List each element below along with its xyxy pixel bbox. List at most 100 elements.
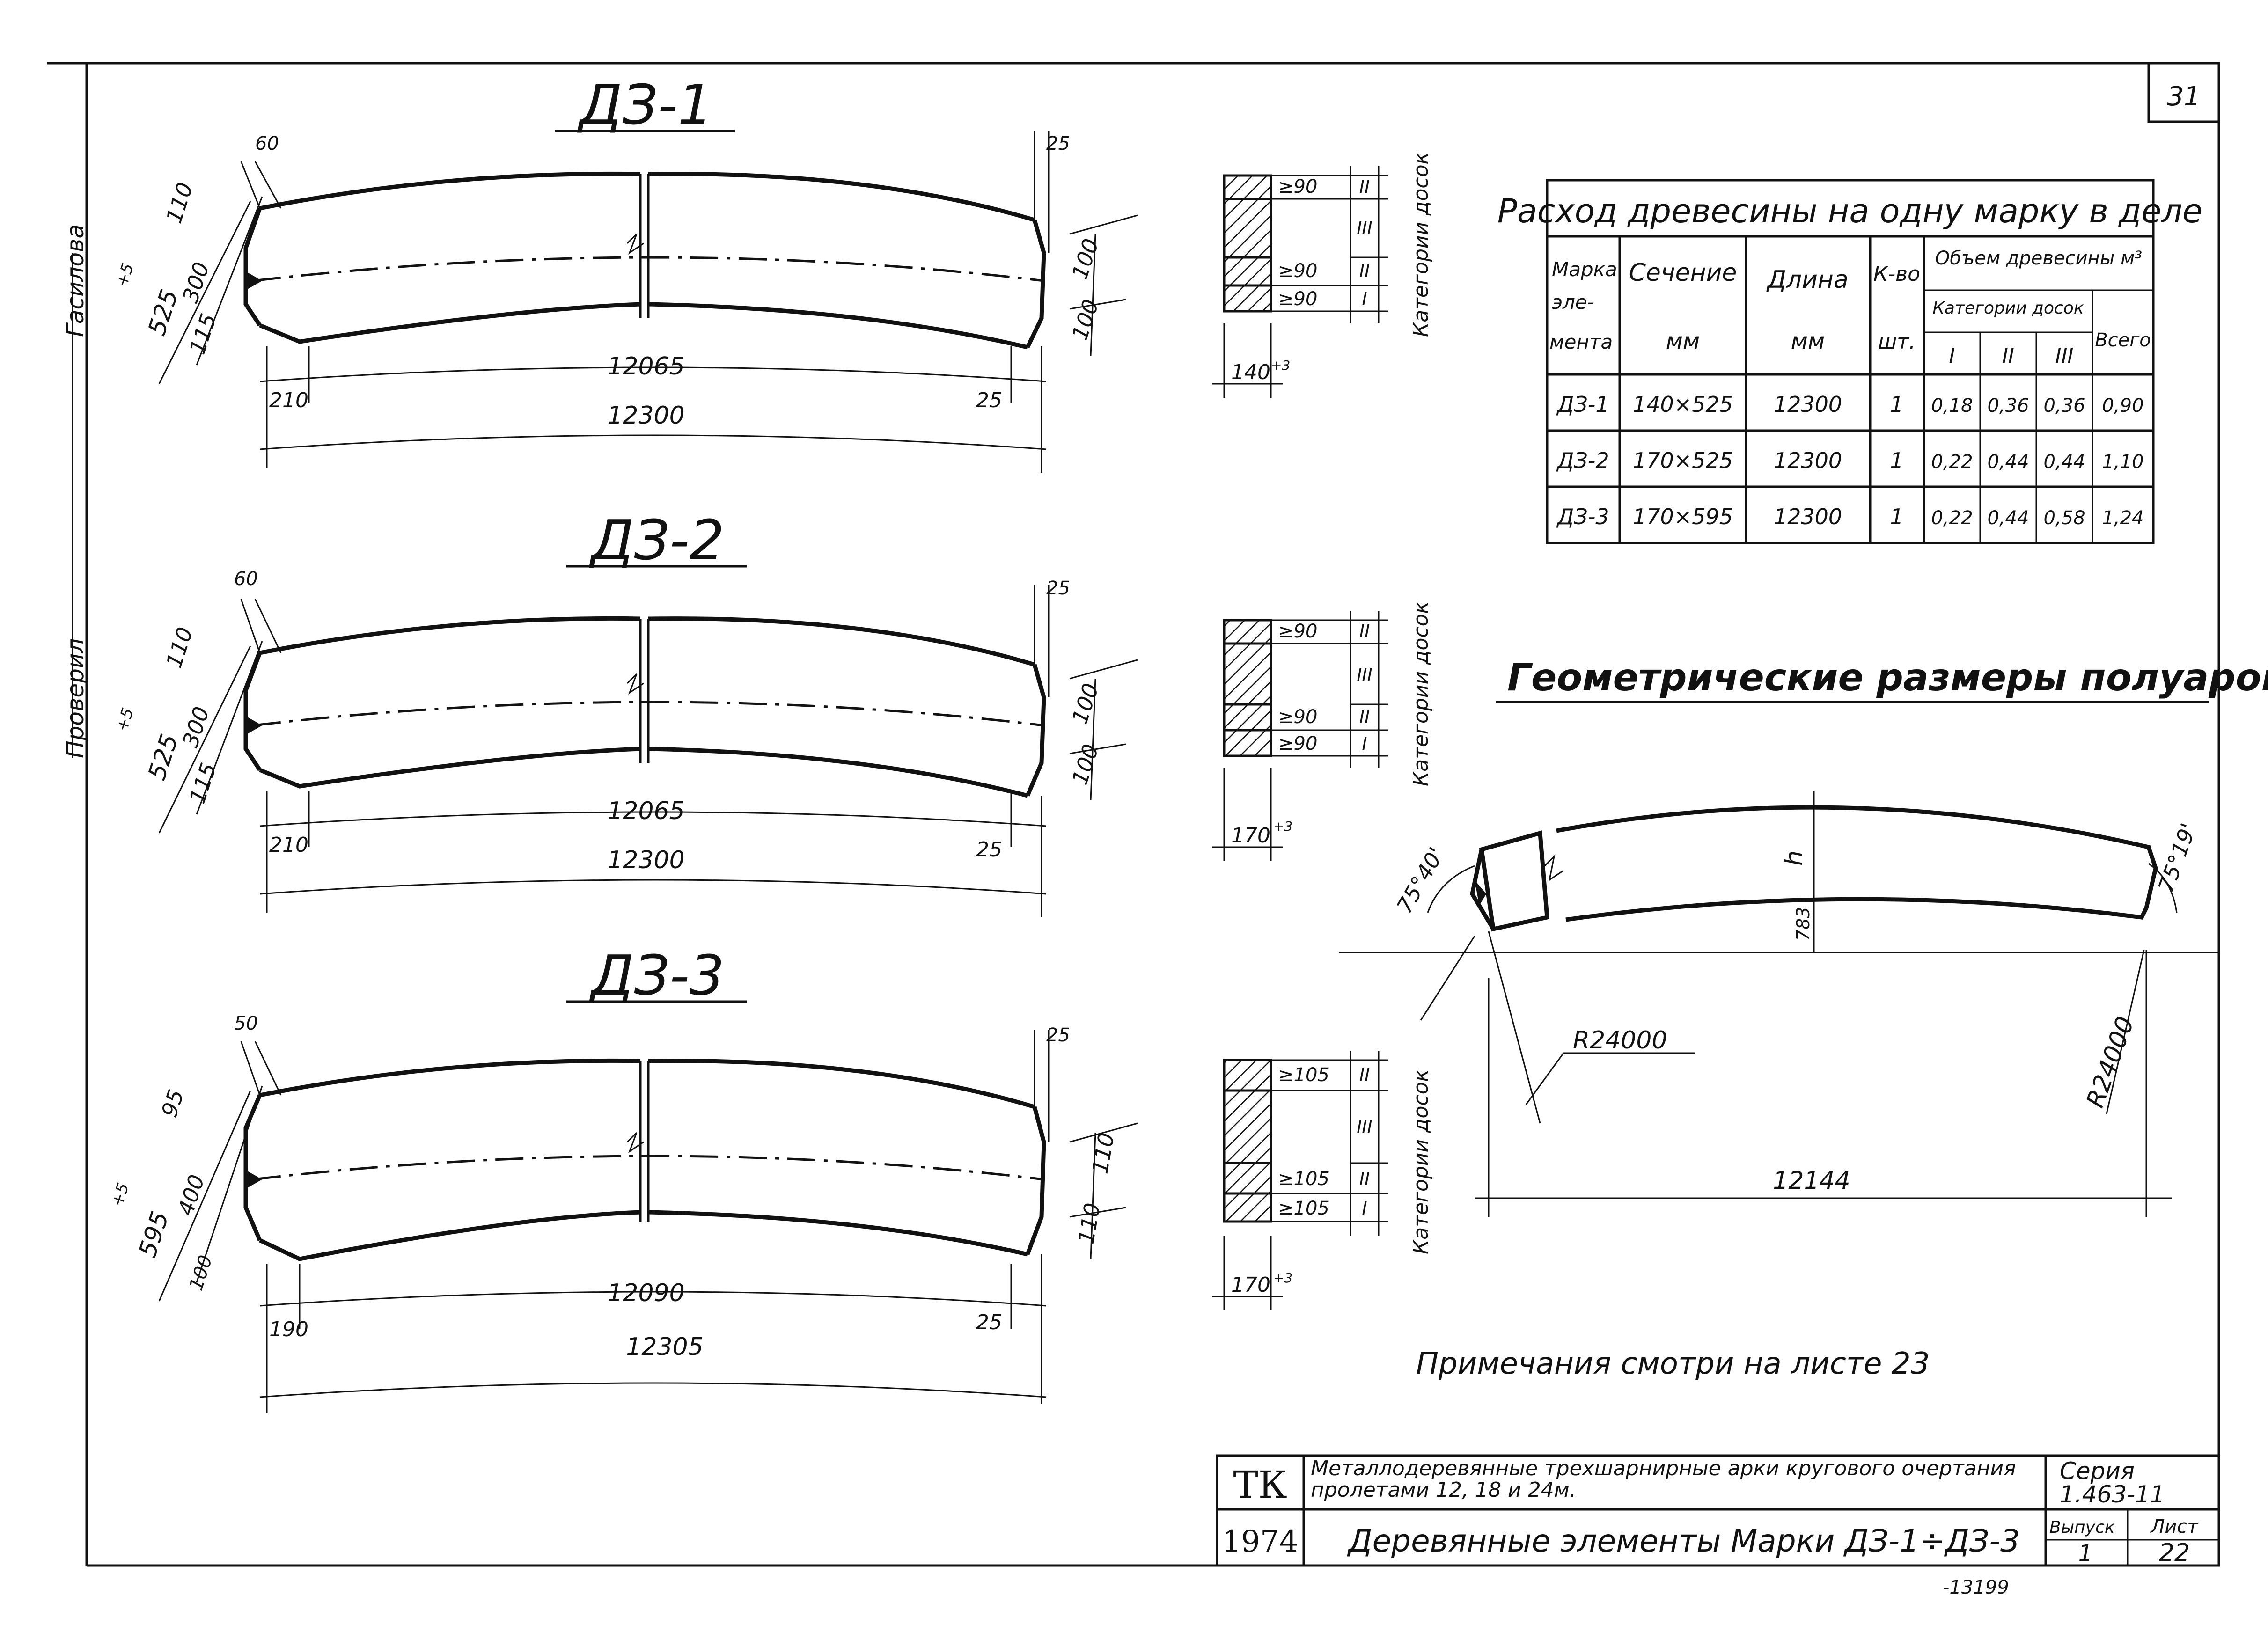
section-row-value: ≥105 [1278, 1168, 1329, 1190]
year: 1974 [1222, 1524, 1299, 1559]
bottom-left: 190 [269, 1318, 308, 1341]
header-cat3: III [2055, 344, 2074, 368]
section-width-tol: +3 [1273, 819, 1292, 834]
cell-cat1: 0,22 [1931, 507, 1973, 529]
angle-right: 75°19' [2153, 820, 2202, 896]
section-dz1: ≥90 ≥90 ≥90 II III II I 140 +3 Категории… [1212, 152, 1433, 398]
header-length: Длина [1766, 266, 1849, 294]
total-length: 12300 [607, 402, 684, 430]
side-text-bottom: Проверил [62, 638, 89, 758]
height-tol: +5 [113, 261, 138, 289]
table-row: ДЗ-3 170×595 12300 1 0,22 0,44 0,58 1,24 [1556, 504, 2143, 529]
section-row-value: ≥105 [1278, 1064, 1329, 1086]
section-row-value: ≥105 [1278, 1198, 1329, 1219]
dim-left-3: 100 [185, 1252, 217, 1293]
geometry-title: Геометрические размеры полуарок ДЗ [1507, 656, 2268, 699]
section-row-category: I [1362, 733, 1367, 754]
dim-right-1: 100 [1067, 235, 1103, 282]
dim-left-1: 95 [156, 1086, 189, 1120]
bottom-left: 210 [269, 388, 308, 412]
cell-total: 1,10 [2102, 451, 2143, 473]
height-label: 525 [143, 731, 184, 783]
bottom-right: 25 [976, 838, 1002, 862]
section-row-category: III [1357, 1116, 1373, 1137]
cell-cat1: 0,22 [1931, 451, 1973, 473]
sheet-frame [47, 62, 2220, 1567]
cell-qty: 1 [1890, 448, 1903, 473]
top-offset-left: 60 [255, 133, 279, 154]
section-row-category: II [1359, 1065, 1370, 1085]
header-qty-unit: шт. [1878, 330, 1916, 354]
dim-right-2: 100 [1067, 741, 1103, 788]
dim-left-3: 115 [184, 760, 221, 806]
org-mark: ТК [1233, 1463, 1287, 1507]
cell-qty: 1 [1890, 392, 1903, 417]
cell-length: 12300 [1774, 392, 1842, 417]
issue-label: Выпуск [2049, 1518, 2115, 1537]
h-label: h [1780, 850, 1808, 866]
cell-cat3: 0,58 [2043, 507, 2085, 529]
table-title: Расход древесины на одну марку в деле [1497, 192, 2202, 230]
table-row: ДЗ-2 170×525 12300 1 0,22 0,44 0,44 1,10 [1556, 448, 2143, 473]
project-description: Металлодеревянные трехшарнирные арки кру… [1311, 1458, 2016, 1502]
section-row-category: II [1359, 261, 1370, 281]
angle-left: 75°40' [1392, 843, 1449, 917]
series-value: 1.463-11 [2060, 1481, 2165, 1508]
table-row: ДЗ-1 140×525 12300 1 0,18 0,36 0,36 0,90 [1556, 392, 2143, 417]
header-qty: К-во [1873, 262, 1920, 286]
dim-right-2: 100 [1067, 296, 1103, 343]
header-categories: Категории досок [1932, 299, 2084, 318]
height-tol: +5 [108, 1181, 133, 1209]
header-length-unit: мм [1791, 328, 1825, 354]
dim-left-2: 300 [177, 259, 214, 306]
header-mark: Марка [1552, 258, 1617, 281]
sheet-title: Деревянные элементы Марки ДЗ-1÷ДЗ-3 [1347, 1523, 2020, 1559]
sheet-value: 22 [2159, 1539, 2190, 1567]
dim-left-2: 300 [177, 703, 214, 750]
section-row-category: II [1359, 1169, 1370, 1189]
header-mark-3: мента [1549, 330, 1613, 353]
cell-section: 170×525 [1633, 448, 1733, 473]
top-offset-right: 25 [1046, 1025, 1070, 1046]
bottom-right: 25 [976, 388, 1002, 412]
sheet-label: Лист [2150, 1516, 2199, 1537]
wood-table: Расход древесины на одну марку в деле Ма… [1497, 179, 2202, 544]
category-label: Категории досок [1409, 152, 1433, 337]
header-cat1: I [1949, 344, 1955, 368]
total-length: 12305 [626, 1333, 703, 1361]
section-width-tol: +3 [1271, 358, 1290, 373]
inner-length: 12065 [607, 797, 684, 825]
element-dz1: ДЗ-1 60 25 110 300 115 525 +5 100 [113, 73, 1138, 473]
section-row-value: ≥90 [1278, 176, 1317, 198]
rise-label: 783 [1793, 907, 1813, 941]
inner-length: 12090 [607, 1279, 684, 1307]
header-mark-2: эле- [1552, 291, 1594, 314]
section-row-value: ≥90 [1278, 260, 1317, 282]
series-label: Серия [2060, 1457, 2135, 1485]
dim-left-1: 110 [161, 624, 198, 671]
section-width-tol: +3 [1273, 1270, 1292, 1286]
cell-total: 0,90 [2102, 395, 2143, 417]
cell-mark: ДЗ-3 [1556, 504, 1609, 529]
top-offset-left: 50 [234, 1013, 258, 1034]
dim-right-1: 110 [1087, 1131, 1119, 1176]
section-row-value: ≥90 [1278, 288, 1317, 310]
height-tol: +5 [113, 706, 138, 734]
element-title: ДЗ-2 [588, 508, 725, 572]
cell-mark: ДЗ-2 [1556, 448, 1609, 473]
top-offset-right: 25 [1046, 133, 1070, 154]
section-row-category: I [1362, 1198, 1367, 1219]
geometry-diagram: Геометрические размеры полуарок ДЗ 75°40… [1339, 656, 2268, 1217]
category-label: Категории досок [1409, 601, 1433, 787]
dim-left-1: 110 [161, 179, 198, 226]
cell-qty: 1 [1890, 504, 1903, 529]
section-row-category: III [1357, 665, 1373, 685]
dim-left-2: 400 [173, 1171, 209, 1218]
cell-cat3: 0,36 [2043, 395, 2085, 417]
bottom-left: 210 [269, 833, 308, 857]
top-offset-left: 60 [234, 568, 258, 590]
category-label: Категории досок [1409, 1069, 1433, 1255]
bottom-right: 25 [976, 1310, 1002, 1334]
cell-mark: ДЗ-1 [1556, 392, 1609, 417]
